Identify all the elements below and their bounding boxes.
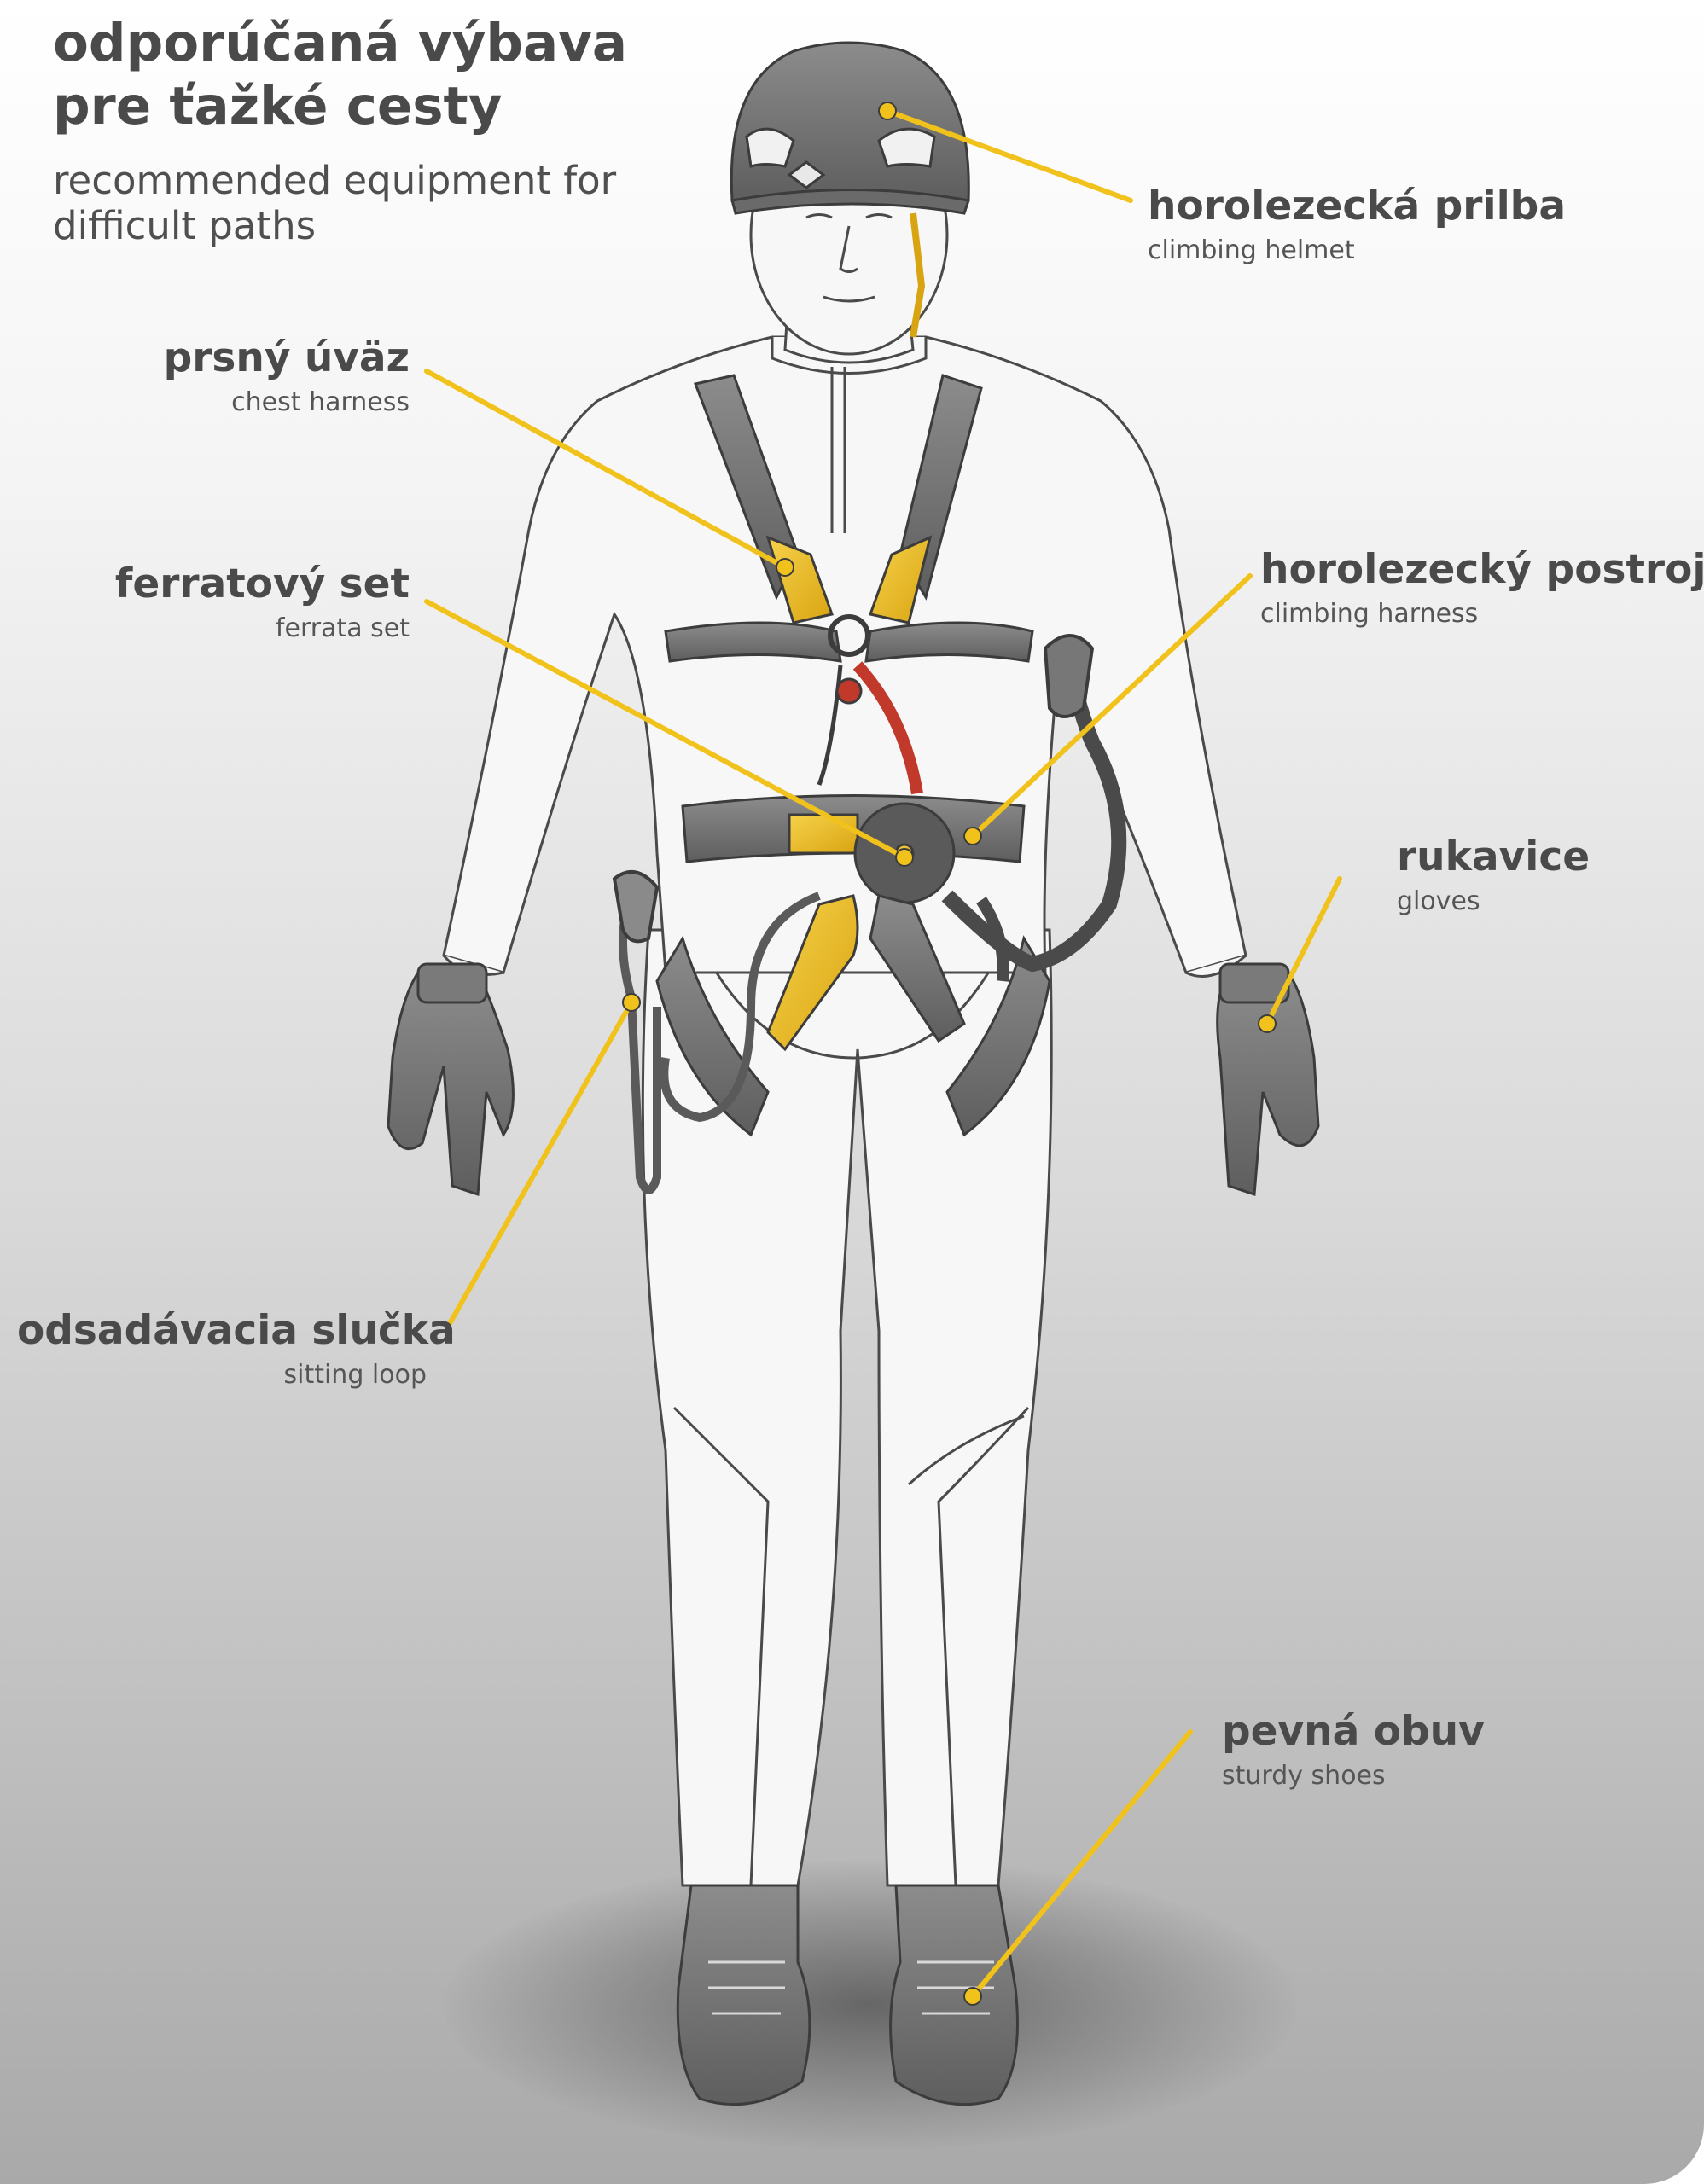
leader-climbing-harness	[970, 573, 1253, 839]
page-subtitle: recommended equipment for difficult path…	[53, 158, 617, 248]
label-shoes-sub: sturdy shoes	[1222, 1761, 1386, 1791]
leader-ferrata-set	[424, 599, 907, 860]
label-gloves: rukavice gloves	[1397, 832, 1590, 921]
helmet	[730, 41, 970, 338]
leader-lines	[424, 108, 1342, 1999]
label-climbing-harness-sub: climbing harness	[1260, 599, 1479, 629]
chest-harness	[664, 374, 1034, 795]
leader-shoes	[970, 1729, 1193, 1999]
leader-chest-harness	[424, 369, 788, 570]
label-sitting-loop: odsadávacia slučka sitting loop	[17, 1305, 456, 1394]
label-chest-harness: prsný úväz chest harness	[128, 333, 410, 421]
leader-sitting-loop	[445, 1000, 634, 1329]
shoes	[676, 1884, 1019, 2106]
ferrata-lanyard	[941, 634, 1127, 982]
leader-dots	[622, 102, 1277, 2006]
label-ferrata-set-sub: ferrata set	[275, 613, 410, 643]
leader-gloves	[1265, 876, 1342, 1026]
pants	[641, 852, 1053, 1887]
label-chest-harness-main: prsný úväz	[163, 334, 410, 381]
label-gloves-main: rukavice	[1397, 834, 1591, 880]
label-shoes-main: pevná obuv	[1222, 1708, 1485, 1755]
label-shoes: pevná obuv sturdy shoes	[1222, 1706, 1485, 1795]
label-helmet-sub: climbing helmet	[1148, 235, 1355, 265]
shirt	[442, 335, 1247, 978]
label-sitting-loop-main: odsadávacia slučka	[17, 1307, 456, 1354]
label-ferrata-set: ferratový set ferrata set	[111, 559, 410, 648]
label-climbing-harness-main: horolezecký postroj	[1260, 546, 1704, 593]
label-ferrata-set-main: ferratový set	[114, 561, 410, 607]
gloves	[387, 962, 1320, 1197]
label-gloves-sub: gloves	[1397, 886, 1480, 916]
label-helmet-main: horolezecká prilba	[1148, 183, 1567, 229]
leader-helmet	[885, 108, 1133, 203]
label-climbing-harness: horolezecký postroj climbing harness	[1260, 544, 1704, 633]
label-helmet: horolezecká prilba climbing helmet	[1148, 181, 1566, 270]
label-chest-harness-sub: chest harness	[231, 387, 410, 417]
floor-shadow	[444, 1860, 1297, 2150]
page-title: odporúčaná výbava pre ťažké cesty	[53, 13, 628, 136]
label-sitting-loop-sub: sitting loop	[283, 1360, 427, 1390]
